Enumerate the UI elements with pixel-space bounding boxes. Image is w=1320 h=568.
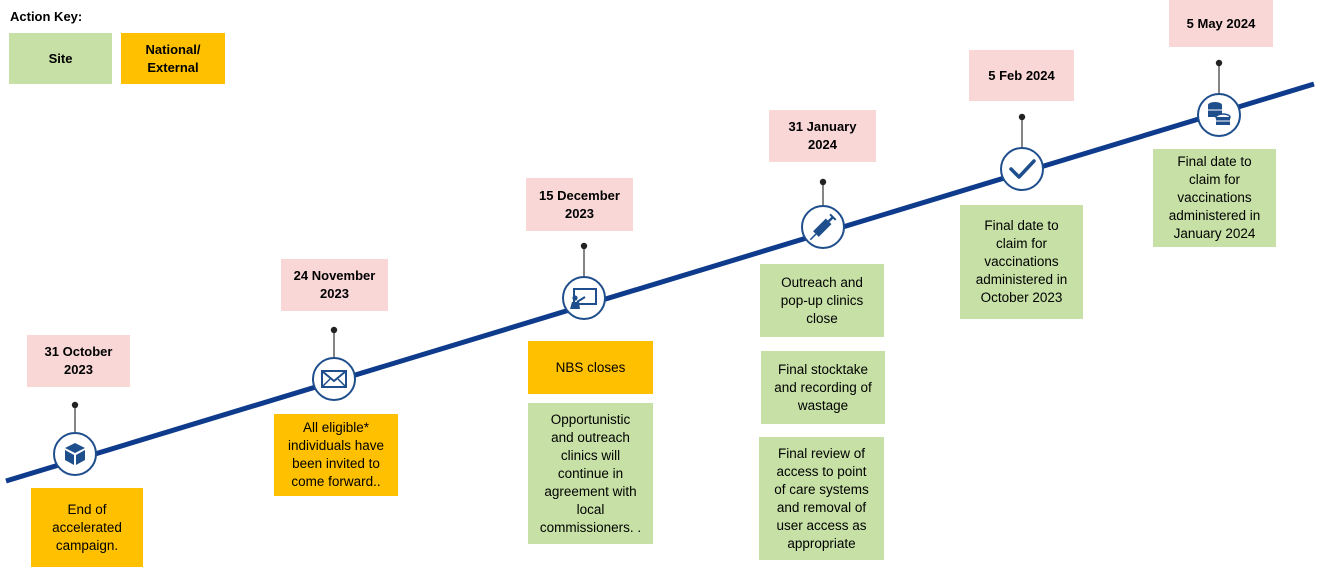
action-site: Final date to claim for vaccinations adm… xyxy=(960,205,1083,319)
envelope-icon xyxy=(312,357,356,401)
milestone-date: 24 November 2023 xyxy=(281,259,388,311)
coins-icon xyxy=(1197,93,1241,137)
action-national: End of accelerated campaign. xyxy=(31,488,143,567)
timeline-line xyxy=(5,81,1315,484)
key-site-swatch: Site xyxy=(9,33,112,84)
action-site: Final stocktake and recording of wastage xyxy=(761,351,885,424)
action-key-title: Action Key: xyxy=(10,9,83,24)
checkmark-icon xyxy=(1000,147,1044,191)
package-box-icon xyxy=(53,432,97,476)
milestone-date: 31 October 2023 xyxy=(27,335,130,387)
milestone-date: 5 Feb 2024 xyxy=(969,50,1074,101)
milestone-date: 31 January 2024 xyxy=(769,110,876,162)
milestone-date: 5 May 2024 xyxy=(1169,0,1273,47)
action-site: Final date to claim for vaccinations adm… xyxy=(1153,149,1276,247)
action-national: All eligible* individuals have been invi… xyxy=(274,414,398,496)
presentation-icon xyxy=(562,276,606,320)
key-national-swatch: National/ External xyxy=(121,33,225,84)
action-national: NBS closes xyxy=(528,341,653,394)
action-site: Final review of access to point of care … xyxy=(759,437,884,560)
action-site: Outreach and pop-up clinics close xyxy=(760,264,884,337)
syringe-icon xyxy=(801,205,845,249)
milestone-date: 15 December 2023 xyxy=(526,178,633,231)
action-site: Opportunistic and outreach clinics will … xyxy=(528,403,653,544)
